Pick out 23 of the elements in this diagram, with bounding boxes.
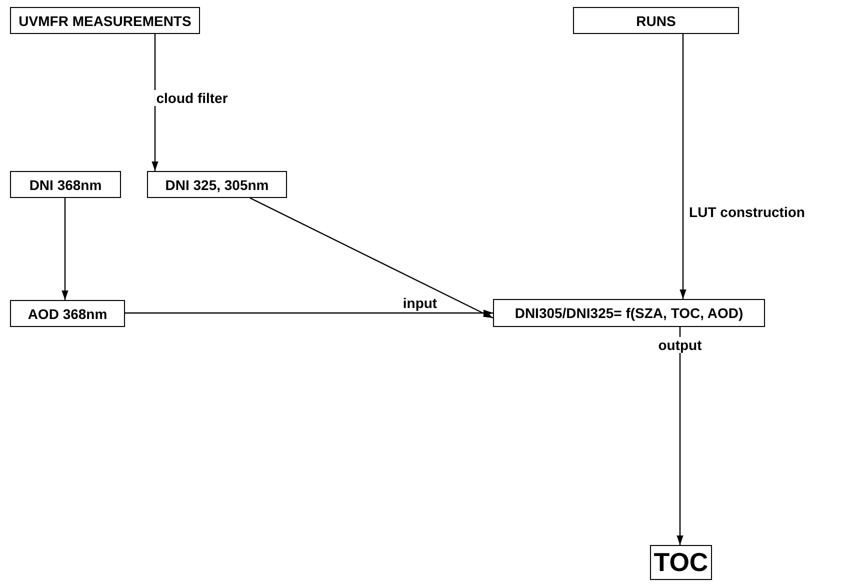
node-text: DNI305/DNI325= f(SZA, TOC, AOD) — [514, 305, 744, 321]
process-box — [573, 7, 739, 34]
node-text: UVMFR MEASUREMENTS — [18, 12, 192, 28]
arrow — [250, 197, 494, 319]
process-box — [10, 171, 121, 198]
node-text: DNI 325, 305nm — [165, 176, 269, 192]
edge-label: output — [656, 337, 704, 353]
arrow — [680, 34, 686, 299]
arrow — [125, 310, 493, 316]
arrow — [152, 34, 158, 171]
process-box — [10, 300, 125, 327]
node-text: TOC — [654, 547, 708, 578]
arrow — [676, 327, 684, 545]
node-text: RUNS — [636, 12, 676, 28]
process-box — [147, 171, 287, 198]
process-box — [10, 7, 200, 34]
node-text: AOD 368nm — [28, 306, 108, 322]
node-text: DNI 368nm — [29, 176, 102, 192]
process-box — [493, 299, 765, 327]
arrow — [62, 198, 68, 300]
edge-label: LUT construction — [687, 204, 807, 220]
edge-label: input — [400, 295, 440, 311]
edge-label: cloud filter — [154, 90, 230, 106]
